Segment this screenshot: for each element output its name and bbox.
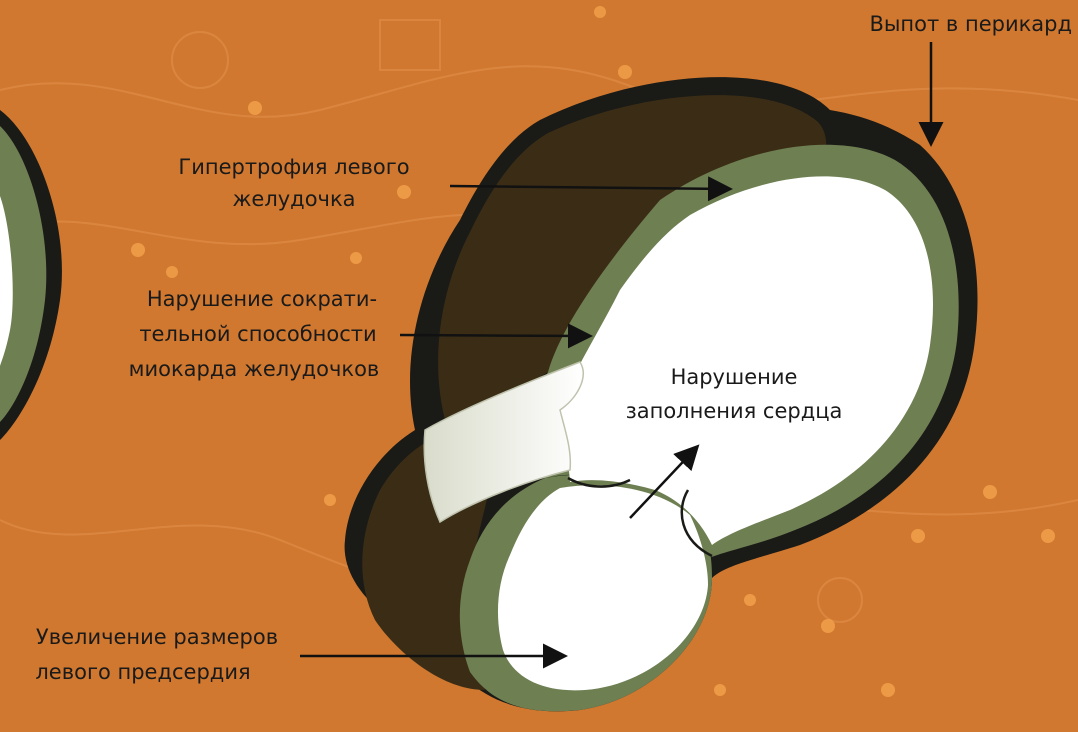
label-hypertrophy-line2: желудочка — [232, 187, 355, 211]
label-filling-line2: заполнения сердца — [626, 399, 843, 423]
arrow-contractility — [400, 335, 588, 336]
label-filling-line1: Нарушение — [671, 365, 798, 389]
label-contractility-line3: миокарда желудочков — [129, 357, 380, 381]
label-effusion: Выпот в перикард — [869, 12, 1072, 36]
label-atrium-line1: Увеличение размеров — [36, 625, 278, 649]
label-hypertrophy-line1: Гипертрофия левого — [178, 155, 409, 179]
label-atrium-line2: левого предсердия — [35, 660, 250, 684]
label-contractility-line2: тельной способности — [139, 322, 376, 346]
label-contractility-line1: Нарушение сократи- — [147, 287, 377, 311]
